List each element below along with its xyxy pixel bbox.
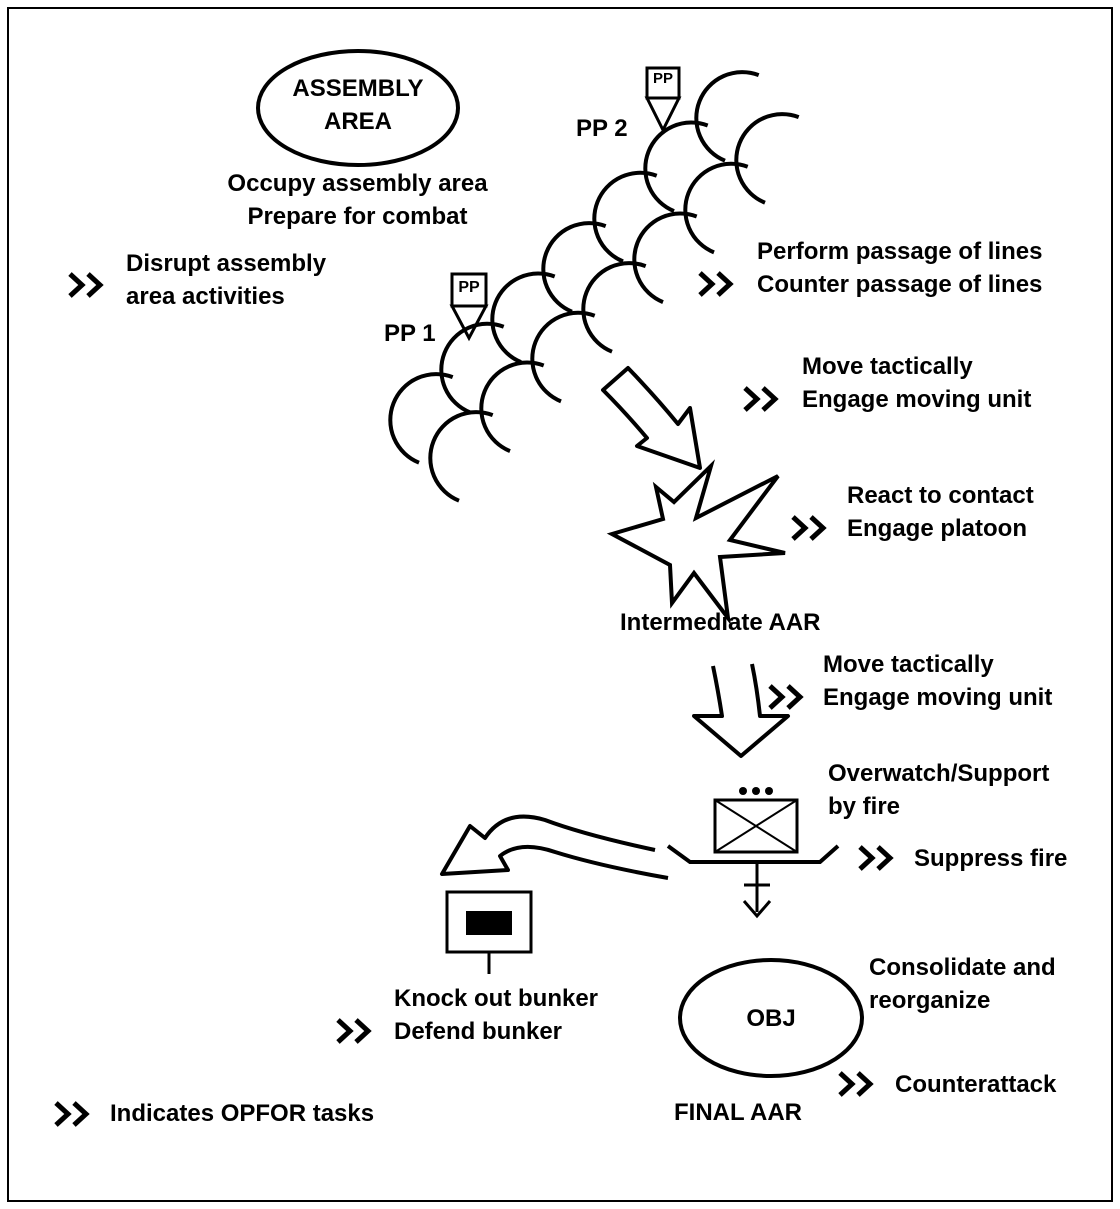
opfor-chevron-icon: [68, 272, 104, 298]
bunker-symbol: [445, 890, 533, 974]
passage-arc: [490, 271, 556, 364]
passage-arc: [541, 221, 607, 314]
diagram-frame: [7, 7, 1113, 1202]
passage-arc: [734, 112, 800, 205]
move-task-2: Move tactically: [823, 651, 994, 678]
pp1-label: PP 1: [384, 320, 436, 347]
opfor-chevron-icon: [858, 845, 894, 871]
opfor-chevron-icon: [336, 1018, 372, 1044]
opfor-chevron-icon: [791, 515, 827, 541]
flank-arrow: [440, 814, 669, 880]
pp2-symbol: [644, 66, 682, 134]
objective-label: OBJ: [746, 1005, 796, 1032]
passage-of-lines-tasks: Perform passage of lines Counter passage…: [757, 235, 1042, 301]
passage-arc: [479, 360, 545, 453]
support-by-fire-symbol: [666, 787, 840, 919]
move-opfor-task-2: Engage moving unit: [823, 684, 1053, 711]
bunker-tasks: Knock out bunker Defend bunker: [394, 982, 598, 1048]
passage-arc: [694, 70, 760, 163]
pp2-symbol-text: PP: [652, 70, 673, 87]
passage-arc: [530, 310, 596, 404]
assembly-area-line2: AREA: [323, 108, 392, 135]
passage-arc: [632, 211, 698, 304]
opfor-disrupt-line2: area activities: [126, 283, 285, 310]
passage-opfor-task: Counter passage of lines: [757, 271, 1043, 298]
passage-arc: [439, 321, 505, 415]
consolidate-task: Consolidate and reorganize: [869, 951, 1056, 1017]
contact-starburst-icon: [606, 459, 786, 626]
passage-arc: [581, 261, 647, 354]
opfor-disrupt-task: Disrupt assembly area activities: [126, 247, 326, 313]
overwatch-task: Overwatch/Support by fire: [828, 757, 1049, 823]
overwatch-line1: Overwatch/Support: [828, 760, 1050, 787]
assembly-task-1: Occupy assembly area: [227, 170, 488, 197]
move-arrow-1: [601, 366, 702, 470]
passage-arc: [683, 161, 749, 255]
passage-arc: [592, 170, 658, 264]
counterattack-opfor-task: Counterattack: [895, 1071, 1057, 1098]
move-arrow-2: [692, 663, 790, 758]
move-opfor-task-1: Engage moving unit: [802, 386, 1032, 413]
pp2-label: PP 2: [576, 115, 628, 142]
passage-task: Perform passage of lines: [757, 238, 1043, 265]
passage-arc: [388, 372, 454, 465]
legend-chevron-icon: [54, 1101, 90, 1127]
legend-text: Indicates OPFOR tasks: [110, 1100, 375, 1127]
opfor-chevron-icon: [838, 1071, 874, 1097]
passage-arc: [643, 120, 709, 213]
consolidate-line2: reorganize: [869, 987, 991, 1014]
passage-lines-band: [388, 70, 800, 503]
intermediate-aar-label: Intermediate AAR: [620, 609, 821, 636]
contact-tasks: React to contact Engage platoon: [847, 479, 1034, 545]
opfor-chevron-icon: [743, 386, 779, 412]
assembly-area-ellipse: [256, 49, 460, 167]
objective-ellipse: [678, 958, 864, 1078]
pp1-symbol: [449, 272, 489, 342]
assembly-tasks: Occupy assembly area Prepare for combat: [200, 167, 515, 233]
assembly-area-label: ASSEMBLY AREA: [280, 72, 436, 138]
final-aar-label: FINAL AAR: [674, 1099, 802, 1126]
contact-opfor-task: Engage platoon: [847, 515, 1027, 542]
overwatch-line2: by fire: [828, 793, 901, 820]
move-tactically-tasks-1: Move tactically Engage moving unit: [802, 350, 1031, 416]
bunker-opfor-task: Defend bunker: [394, 1018, 563, 1045]
opfor-chevron-icon: [768, 684, 804, 710]
pp1-symbol-text: PP: [458, 279, 480, 296]
bunker-task: Knock out bunker: [394, 985, 599, 1012]
assembly-area-line1: ASSEMBLY: [292, 75, 424, 102]
opfor-chevron-icon: [698, 271, 734, 297]
passage-arc: [428, 410, 494, 503]
opfor-disrupt-line1: Disrupt assembly: [126, 250, 327, 277]
suppress-fire-opfor-task: Suppress fire: [914, 845, 1068, 872]
move-task-1: Move tactically: [802, 353, 973, 380]
contact-task: React to contact: [847, 482, 1034, 509]
assembly-task-2: Prepare for combat: [247, 203, 468, 230]
consolidate-line1: Consolidate and: [869, 954, 1056, 981]
move-tactically-tasks-2: Move tactically Engage moving unit: [823, 648, 1052, 714]
